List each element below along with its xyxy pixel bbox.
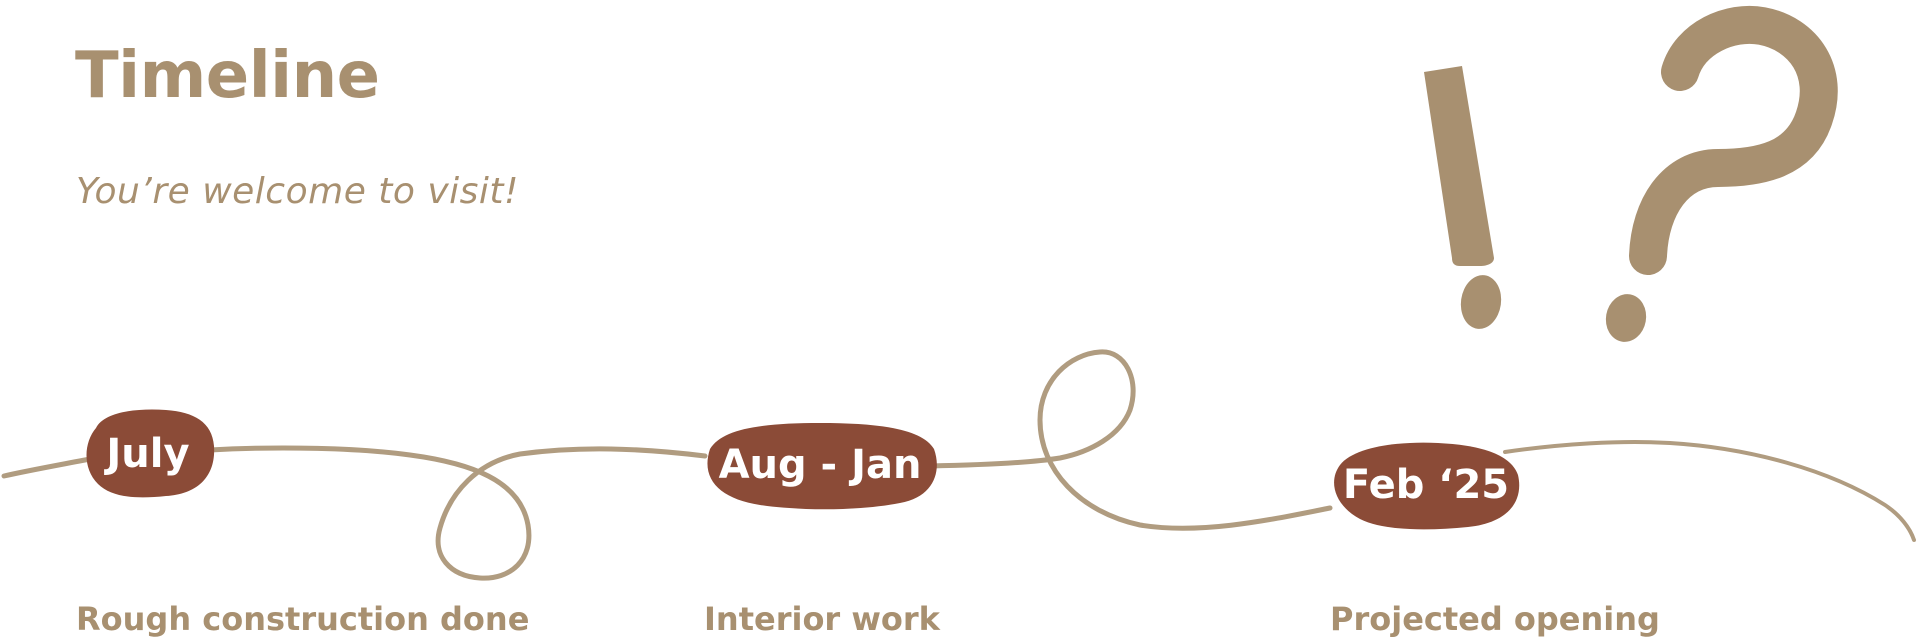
milestone-date: July [106, 431, 189, 477]
milestone-caption-july: Rough construction done [76, 597, 529, 641]
milestone-caption-aug-jan: Interior work [704, 597, 940, 641]
question-mark-dot [1602, 291, 1650, 345]
milestone-feb-25: Feb ‘25 [1328, 435, 1524, 535]
milestone-caption-feb-25: Projected opening [1330, 597, 1660, 641]
milestone-date: Feb ‘25 [1343, 462, 1509, 508]
milestone-july: July [78, 406, 218, 502]
question-mark-icon [1648, 25, 1819, 256]
milestone-date: Aug - Jan [719, 442, 922, 488]
milestone-aug-jan: Aug - Jan [700, 415, 940, 515]
exclamation-mark-icon [1424, 66, 1505, 332]
timeline-line [4, 352, 1914, 578]
